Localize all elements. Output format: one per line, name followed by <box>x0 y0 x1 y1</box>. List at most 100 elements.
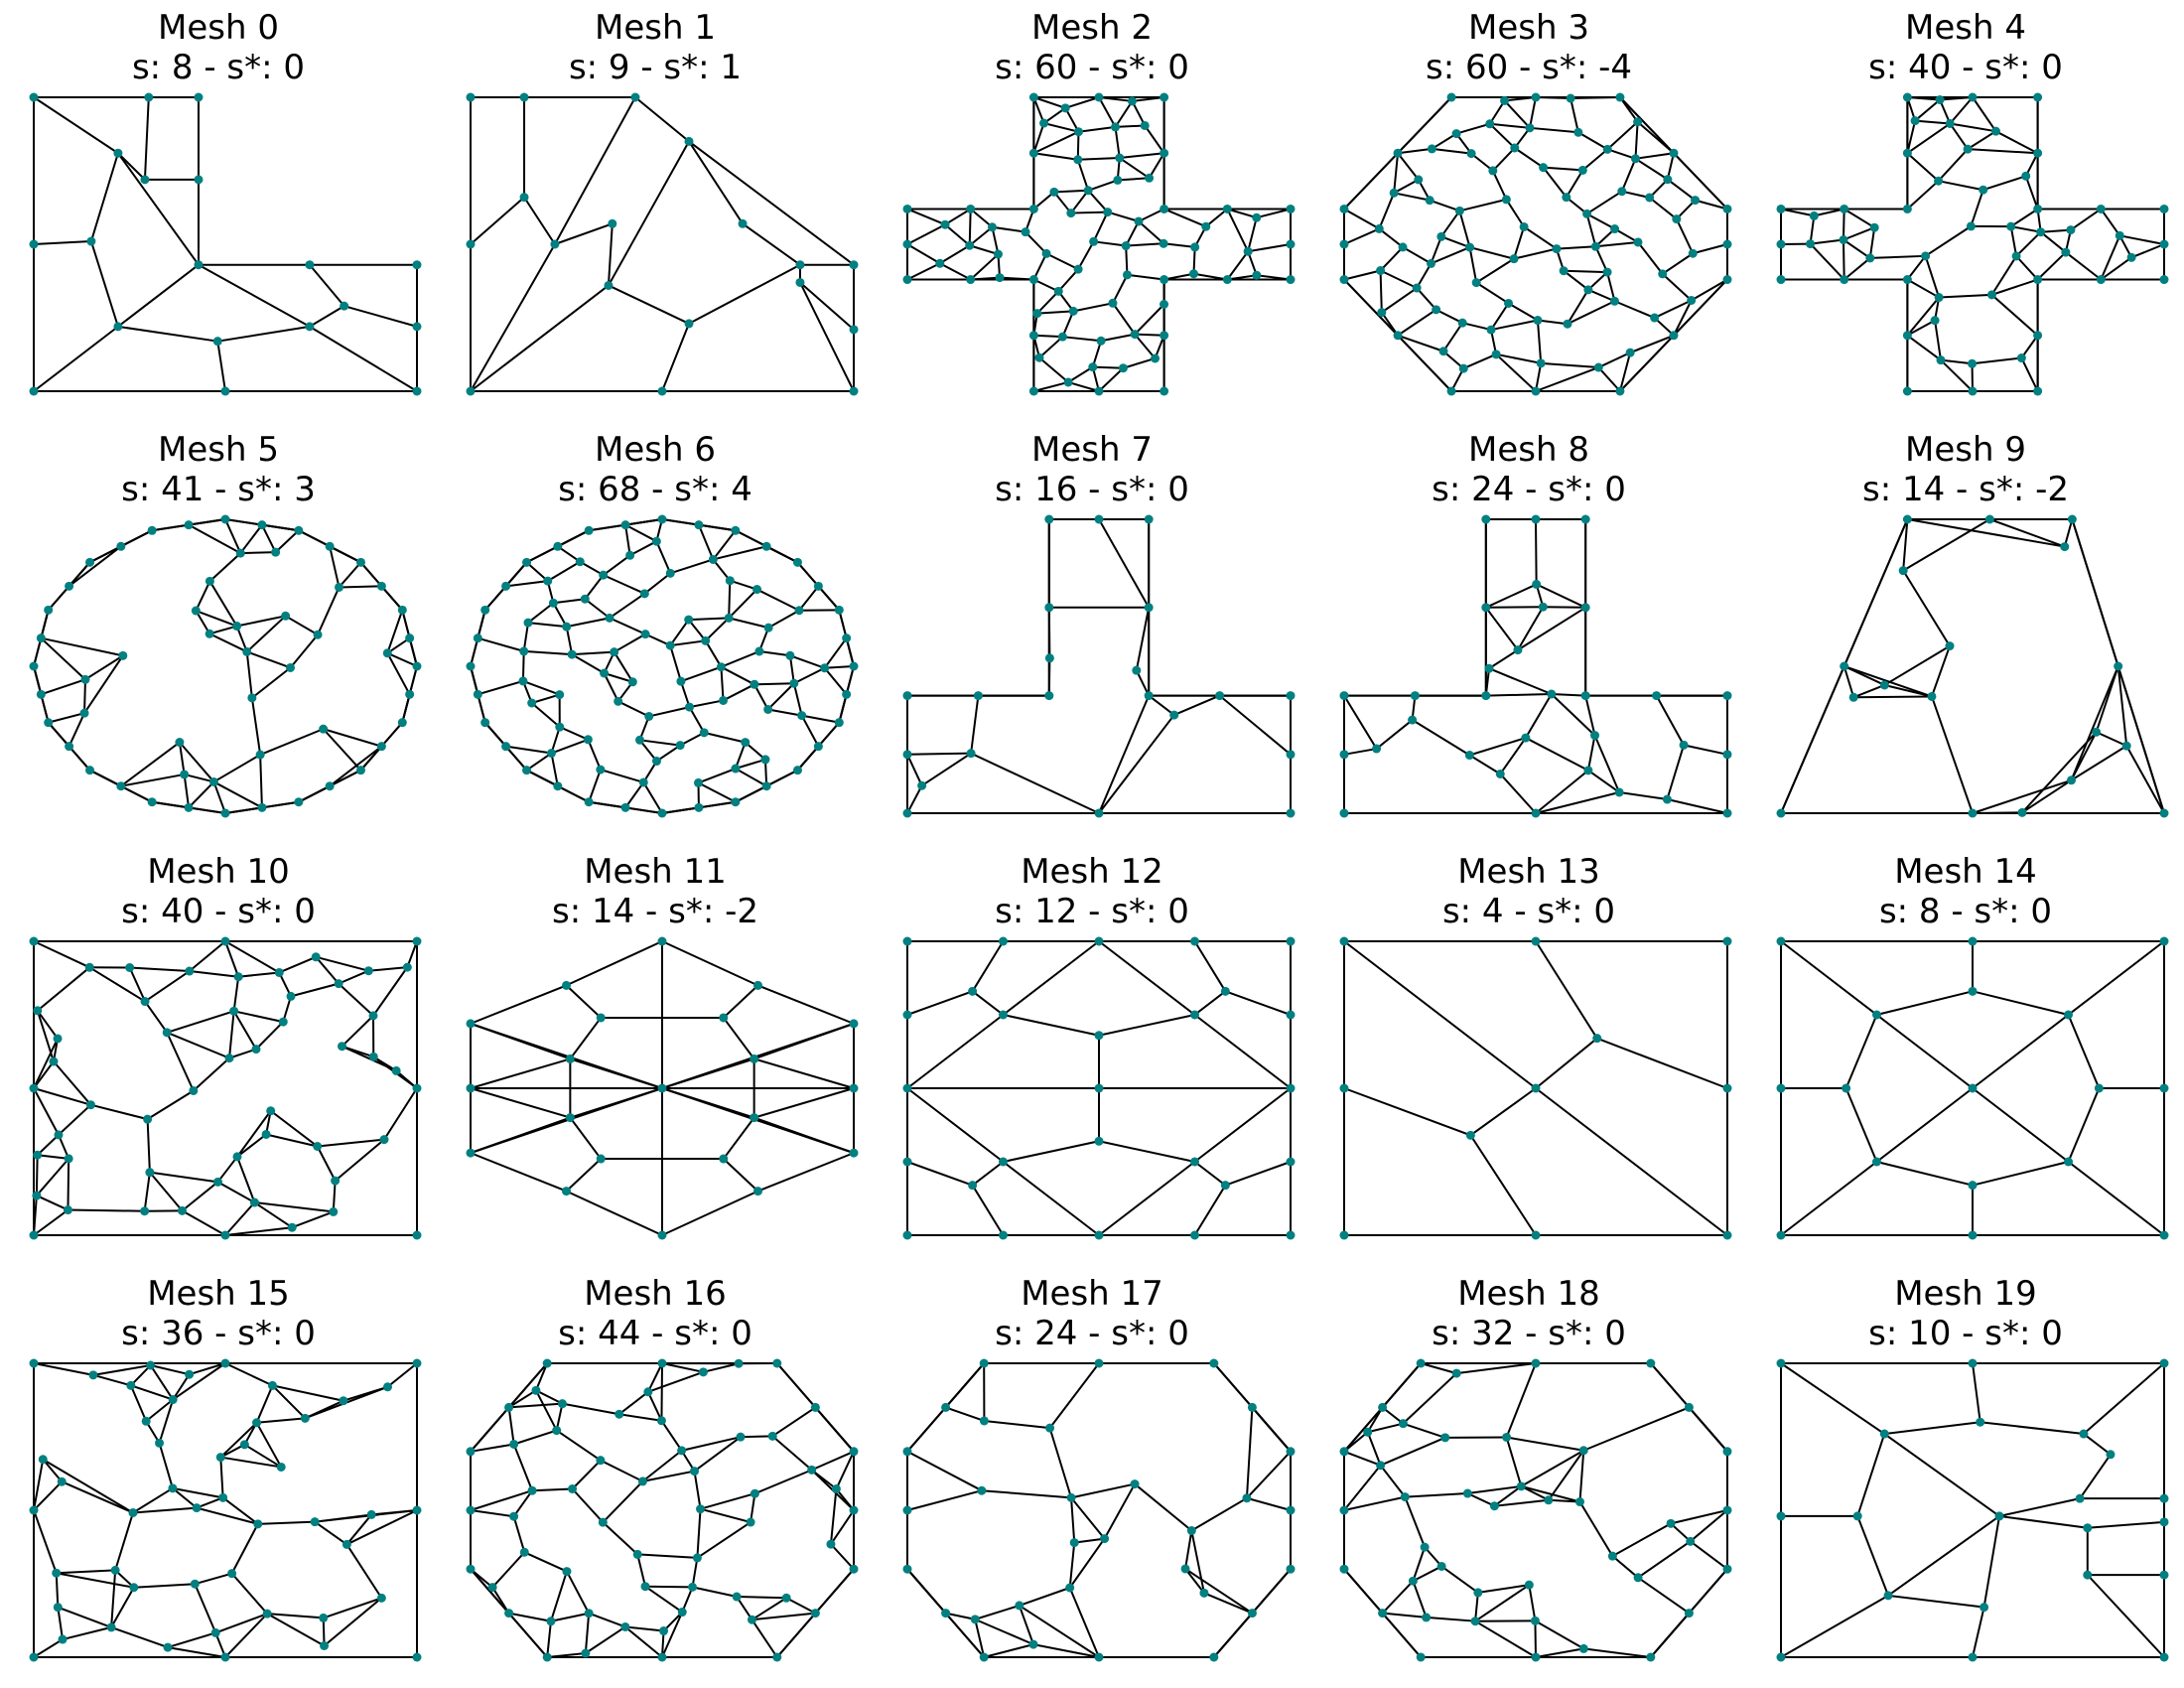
mesh-node <box>1679 740 1689 750</box>
mesh-node <box>1968 1652 1978 1662</box>
mesh-edge <box>906 208 946 226</box>
mesh-edge <box>33 1509 58 1574</box>
mesh-name: Mesh 1 <box>595 8 716 48</box>
mesh-edge <box>1914 98 1941 122</box>
mesh-edge <box>33 240 91 245</box>
mesh-node <box>340 301 349 311</box>
mesh-edge <box>1528 1585 1537 1621</box>
mesh-edge <box>1193 1185 1227 1236</box>
mesh-node <box>1486 325 1496 335</box>
mesh-edge <box>1883 1433 2000 1517</box>
mesh-edge <box>1162 242 1195 248</box>
mesh-edge <box>550 1571 568 1622</box>
mesh-node <box>58 1634 68 1644</box>
mesh-node <box>1578 1643 1588 1653</box>
mesh-edge <box>1416 262 1433 289</box>
mesh-node <box>1583 766 1593 775</box>
mesh-edge <box>1070 190 1089 214</box>
mesh-node <box>724 613 734 623</box>
mesh-graph <box>1339 92 1732 396</box>
mesh-edge <box>1683 744 1728 756</box>
mesh-node <box>185 966 195 976</box>
mesh-graph <box>902 936 1296 1240</box>
mesh-edge <box>969 244 999 256</box>
mesh-edge <box>1074 1537 1105 1544</box>
mesh-edge <box>1393 179 1420 195</box>
mesh-edge <box>1637 1576 1690 1615</box>
mesh-node <box>1045 1423 1055 1433</box>
mesh-edge <box>1517 606 1586 651</box>
mesh-edge <box>228 1048 257 1059</box>
mesh-node <box>557 1399 567 1409</box>
mesh-graph <box>902 1358 1296 1662</box>
mesh-node <box>1286 750 1296 760</box>
mesh-node <box>1339 1083 1349 1093</box>
mesh-edge <box>1843 257 1871 281</box>
mesh-edge <box>1246 1496 1292 1511</box>
mesh-node <box>941 1402 951 1412</box>
mesh-edge <box>939 244 971 265</box>
mesh-edge <box>1343 695 1378 750</box>
mesh-node <box>644 711 654 721</box>
mesh-edge <box>1256 208 1292 219</box>
mesh-node <box>194 175 204 185</box>
mesh-edge <box>793 666 826 685</box>
mesh-node <box>1069 1538 1079 1548</box>
mesh-edge <box>1087 179 1119 192</box>
mesh-edge <box>1485 607 1519 651</box>
mesh-edge <box>991 226 1000 255</box>
mesh-edge <box>208 625 237 635</box>
mesh-node <box>1633 237 1643 247</box>
mesh-score: s: 32 - s*: 0 <box>1432 1314 1626 1353</box>
mesh-node <box>596 1456 606 1466</box>
mesh-edge <box>698 768 737 784</box>
mesh-node <box>1286 239 1296 249</box>
mesh-edge <box>117 325 218 343</box>
mesh-node <box>1416 1358 1426 1368</box>
mesh-node <box>1852 1511 1862 1521</box>
mesh-edge <box>1535 770 1589 814</box>
mesh-edge <box>1586 735 1596 772</box>
mesh-edge <box>491 1551 526 1589</box>
mesh-edge <box>1990 294 2039 337</box>
mesh-edge <box>1564 269 1608 274</box>
mesh-node <box>1652 691 1662 701</box>
mesh-edge <box>742 222 801 266</box>
mesh-edge <box>645 1585 693 1589</box>
mesh-edge <box>61 1480 134 1514</box>
mesh-node <box>719 695 729 705</box>
mesh-node <box>1986 290 1996 300</box>
mesh-node <box>224 1054 234 1063</box>
mesh-node <box>550 239 560 249</box>
mesh-edge <box>368 966 408 972</box>
mesh-edge <box>1098 96 1117 128</box>
mesh-node <box>1425 196 1434 206</box>
mesh-edge <box>1092 211 1109 242</box>
mesh-node <box>1968 986 1978 996</box>
mesh-edge <box>557 545 581 563</box>
mesh-edge <box>236 1156 256 1203</box>
mesh-node <box>988 222 998 232</box>
mesh-node <box>1339 204 1349 213</box>
mesh-edge <box>1979 1421 2085 1436</box>
mesh-edge <box>1492 147 1516 172</box>
mesh-node <box>1547 689 1557 699</box>
mesh-node <box>249 1197 259 1207</box>
mesh-edge <box>1972 96 1997 132</box>
mesh-node <box>412 260 422 270</box>
mesh-node <box>363 966 373 976</box>
mesh-edge <box>974 1618 1034 1646</box>
mesh-node <box>2159 239 2169 249</box>
mesh-edge <box>1469 737 1527 757</box>
mesh-edge <box>1972 1161 2069 1187</box>
mesh-edge <box>1535 1087 1728 1236</box>
mesh-edge <box>552 602 568 628</box>
mesh-edge <box>944 208 972 226</box>
mesh-edge <box>835 1451 855 1489</box>
mesh-edge <box>1662 252 1694 275</box>
mesh-edge <box>386 652 411 695</box>
mesh-node <box>1021 227 1030 237</box>
mesh-node <box>52 1568 62 1578</box>
